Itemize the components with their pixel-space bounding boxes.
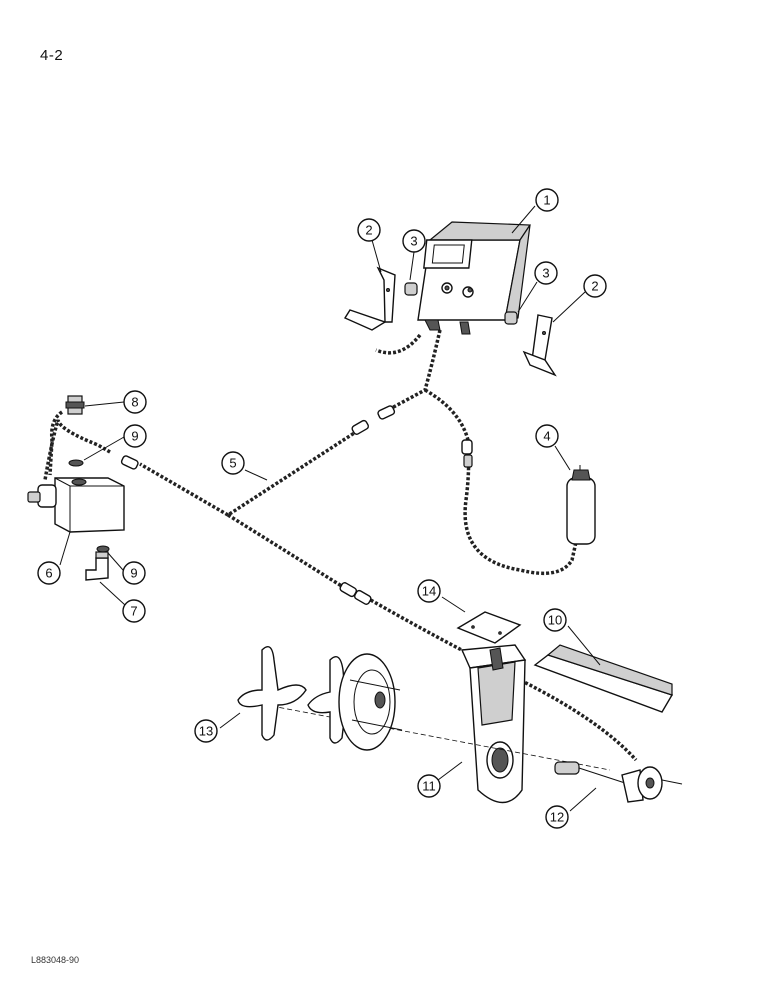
page-number: 4-2	[40, 47, 64, 64]
svg-text:9: 9	[131, 429, 138, 444]
valve-block	[27, 477, 125, 533]
svg-text:5: 5	[229, 456, 236, 471]
svg-text:4: 4	[543, 429, 550, 444]
sensor-bracket	[460, 644, 527, 804]
svg-text:3: 3	[410, 234, 417, 249]
svg-text:2: 2	[365, 223, 372, 238]
svg-text:1: 1	[543, 193, 550, 208]
fitting-connector	[48, 395, 85, 476]
callout-7: 7	[122, 599, 146, 623]
callout-1: 1	[535, 188, 559, 212]
callout-5: 5	[221, 451, 245, 475]
washer-upper	[68, 459, 84, 467]
leader-lines	[59, 205, 601, 812]
callout-14: 14	[417, 579, 441, 603]
figure-code: L883048-90	[31, 955, 80, 965]
callout-6: 6	[37, 561, 61, 585]
svg-text:12: 12	[550, 810, 564, 825]
svg-text:9: 9	[130, 566, 137, 581]
spacer-right	[504, 311, 518, 325]
svg-text:7: 7	[130, 604, 137, 619]
svg-text:3: 3	[542, 266, 549, 281]
wiring-harness	[43, 329, 638, 762]
shield-channel	[533, 644, 674, 713]
elbow-fitting	[85, 551, 109, 581]
callout-8: 8	[123, 390, 147, 414]
spacer-left	[404, 282, 418, 296]
svg-text:8: 8	[131, 395, 138, 410]
mounting-bracket-right	[522, 314, 557, 377]
svg-text:14: 14	[422, 584, 436, 599]
mounting-plate	[456, 611, 522, 644]
callout-9-lower: 9	[122, 561, 146, 585]
control-box	[417, 221, 532, 335]
svg-text:11: 11	[422, 779, 436, 794]
callout-3-right: 3	[534, 261, 558, 285]
callout-4: 4	[535, 424, 559, 448]
sensor-canister	[566, 465, 596, 545]
svg-text:13: 13	[199, 724, 213, 739]
mounting-bracket-left	[343, 266, 396, 331]
callout-2-right: 2	[583, 274, 607, 298]
speed-sensor	[554, 761, 683, 803]
harness-connectors	[120, 405, 473, 605]
svg-text:10: 10	[548, 613, 562, 628]
washer-lower	[96, 545, 110, 553]
svg-text:2: 2	[591, 279, 598, 294]
callout-13: 13	[194, 719, 218, 743]
callout-12: 12	[545, 805, 569, 829]
callout-11: 11	[417, 774, 441, 798]
pickup-wheel-assembly	[237, 646, 611, 771]
svg-text:6: 6	[45, 566, 52, 581]
callout-10: 10	[543, 608, 567, 632]
callout-9-upper: 9	[123, 424, 147, 448]
callout-2-left: 2	[357, 218, 381, 242]
callout-3-left: 3	[402, 229, 426, 253]
